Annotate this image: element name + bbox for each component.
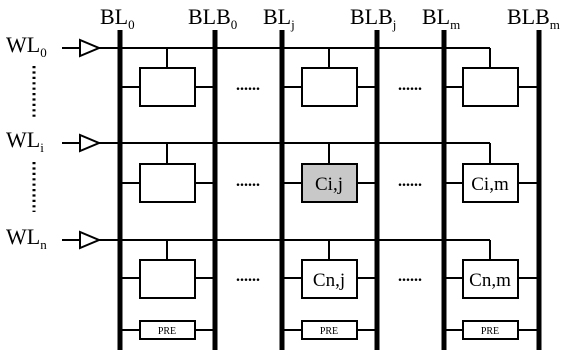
cell-row-i (120, 143, 539, 203)
bitline-labels: BL0 BLB0 BLj BLBj BLm BLBm (100, 4, 560, 32)
precharge-labels: PRE PRE PRE (158, 326, 499, 337)
cell-label-n-m: Cn,m (469, 270, 511, 291)
bitline-label-bl0: BL0 (100, 4, 135, 32)
bitline-label-blbm: BLBm (507, 4, 560, 32)
cell-label-i-m: Ci,m (471, 174, 509, 195)
precharge-m (444, 320, 539, 340)
ellipsis-rn-b: ...... (398, 268, 422, 285)
ellipsis-ri-a: ...... (236, 173, 260, 190)
wordline-label-wl0: WL0 (6, 32, 47, 60)
wordline-driver-0 (62, 38, 102, 58)
cell-row-n (120, 240, 539, 299)
wordline-driver-n (62, 230, 102, 250)
precharge-0 (120, 320, 215, 340)
ellipsis-r0-a: ...... (236, 77, 260, 94)
highlighted-cell-box (301, 163, 358, 203)
cell-i-m (444, 143, 539, 203)
cell-labels: Ci,j Ci,m Cn,j Cn,m (313, 174, 511, 291)
cell-n-j (282, 240, 377, 299)
cell-n-m (444, 240, 539, 299)
wordlines (99, 47, 490, 241)
precharge-j (282, 320, 377, 340)
bitline-label-blb0: BLB0 (188, 4, 237, 32)
precharge-row (120, 320, 539, 340)
cell-0-j (282, 48, 377, 107)
bitlines (117, 30, 542, 350)
precharge-label-m: PRE (481, 326, 499, 337)
ellipsis-r0-b: ...... (398, 77, 422, 94)
cell-row-0 (120, 48, 539, 107)
precharge-label-j: PRE (320, 326, 338, 337)
precharge-label-0: PRE (158, 326, 176, 337)
horizontal-ellipses: ...... ...... ...... ...... ...... .....… (236, 77, 422, 285)
cell-0-m (444, 48, 539, 107)
cell-n-0 (120, 240, 215, 299)
bitline-label-blbj: BLBj (350, 4, 396, 32)
cell-0-0 (120, 48, 215, 107)
wordline-driver-i (62, 133, 102, 153)
wordline-labels: WL0 WLi WLn (6, 32, 47, 252)
cell-label-i-j: Ci,j (315, 174, 343, 195)
wordline-label-wln: WLn (6, 224, 47, 252)
cell-i-0 (120, 143, 215, 203)
wordline-label-wli: WLi (6, 127, 44, 155)
ellipsis-rn-a: ...... (236, 268, 260, 285)
bitline-label-blm: BLm (422, 4, 460, 32)
cell-label-n-j: Cn,j (313, 270, 345, 291)
wordline-drivers (62, 38, 102, 250)
ellipsis-ri-b: ...... (398, 173, 422, 190)
cell-i-j (282, 143, 377, 203)
bitline-label-blj: BLj (263, 4, 295, 32)
